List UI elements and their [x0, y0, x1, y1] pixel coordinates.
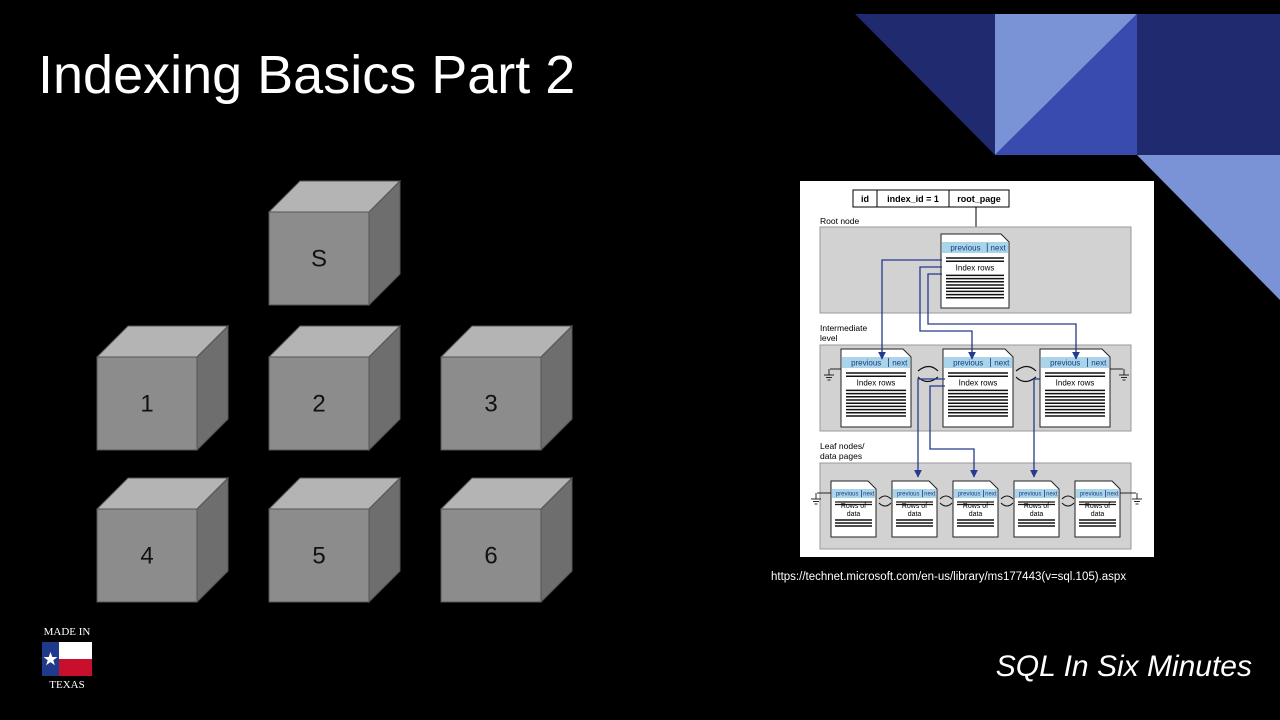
- level-label-leaf-2: data pages: [820, 451, 862, 461]
- rows-of-data-label-2: data: [1091, 511, 1105, 518]
- page-previous-label: previous: [1050, 359, 1080, 368]
- page-previous-label: previous: [950, 244, 980, 253]
- sibling-link-icon: [1015, 365, 1037, 383]
- page-previous-label: previous: [851, 359, 881, 368]
- rows-of-data-label-2: data: [847, 511, 861, 518]
- page-previous-label: previous: [953, 359, 983, 368]
- page-next-label: next: [985, 492, 997, 498]
- sibling-link-icon: [939, 495, 953, 507]
- index-rows-label: Index rows: [959, 378, 998, 387]
- made-in-texas-badge: MADE IN TEXAS: [36, 626, 98, 691]
- cube-label: 1: [140, 391, 153, 418]
- sysindexes-header: id index_id = 1 root_page: [852, 189, 1010, 234]
- page-next-label: next: [924, 492, 936, 498]
- level-label-intermediate: Intermediate: [820, 323, 868, 333]
- sibling-link-icon: [878, 495, 892, 507]
- rows-of-data-label: Rows of: [963, 503, 988, 510]
- index-structure-figure: id index_id = 1 root_page Root node Inte…: [800, 181, 1154, 557]
- rows-of-data-label: Rows of: [902, 503, 927, 510]
- cube-label: 6: [484, 543, 497, 570]
- page-previous-label: previous: [1019, 492, 1042, 498]
- cube-4: 4: [95, 476, 230, 604]
- sibling-link-icon: [1061, 495, 1075, 507]
- rows-of-data-label: Rows of: [841, 503, 866, 510]
- page-previous-label: previous: [836, 492, 859, 498]
- cube-label: 4: [140, 543, 153, 570]
- slide-title: Indexing Basics Part 2: [38, 45, 576, 105]
- rows-of-data-label: Rows of: [1085, 503, 1110, 510]
- source-url: https://technet.microsoft.com/en-us/libr…: [771, 571, 1127, 583]
- null-link-icon: [1132, 493, 1142, 505]
- level-label-leaf: Leaf nodes/: [820, 441, 865, 451]
- null-link-icon: [824, 369, 834, 381]
- intermediate-arrows: [914, 378, 1040, 478]
- rows-of-data-label: Rows of: [1024, 503, 1049, 510]
- page-next-label: next: [994, 359, 1010, 368]
- cube-grid: S 1 2 3 4 5 6: [95, 179, 574, 604]
- null-link-icon: [1119, 369, 1129, 381]
- page-next-label: next: [991, 244, 1007, 253]
- index-rows-label: Index rows: [857, 378, 896, 387]
- cube-3: 3: [439, 324, 574, 452]
- page-next-label: next: [1107, 492, 1119, 498]
- cube-label: 2: [312, 391, 325, 418]
- page-previous-label: previous: [958, 492, 981, 498]
- page-next-label: next: [892, 359, 908, 368]
- page-previous-label: previous: [897, 492, 920, 498]
- cube-2: 2: [267, 324, 402, 452]
- cube-6: 6: [439, 476, 574, 604]
- root-arrows: [878, 259, 1080, 360]
- brand-name: SQL In Six Minutes: [995, 650, 1252, 683]
- page-previous-label: previous: [1080, 492, 1103, 498]
- header-id: id: [861, 194, 869, 204]
- page-next-label: next: [1046, 492, 1058, 498]
- rows-of-data-label-2: data: [969, 511, 983, 518]
- badge-line-2: TEXAS: [49, 679, 85, 691]
- cube-label: 5: [312, 543, 325, 570]
- header-index-id: index_id = 1: [887, 194, 939, 204]
- page-next-label: next: [863, 492, 875, 498]
- rows-of-data-label-2: data: [1030, 511, 1044, 518]
- badge-line-1: MADE IN: [43, 626, 91, 638]
- sibling-link-icon: [917, 365, 939, 383]
- sibling-link-icon: [1000, 495, 1014, 507]
- cube-label: S: [311, 246, 327, 273]
- level-label-root: Root node: [820, 216, 859, 226]
- page-next-label: next: [1091, 359, 1107, 368]
- cube-label: 3: [484, 391, 497, 418]
- cube-5: 5: [267, 476, 402, 604]
- index-rows-label: Index rows: [956, 263, 995, 272]
- level-label-intermediate-2: level: [820, 333, 838, 343]
- rows-of-data-label-2: data: [908, 511, 922, 518]
- cube-1: 1: [95, 324, 230, 452]
- null-link-icon: [811, 493, 821, 505]
- texas-flag-icon: [42, 642, 92, 676]
- cube-s: S: [267, 179, 402, 307]
- header-root-page: root_page: [957, 194, 1001, 204]
- index-rows-label: Index rows: [1056, 378, 1095, 387]
